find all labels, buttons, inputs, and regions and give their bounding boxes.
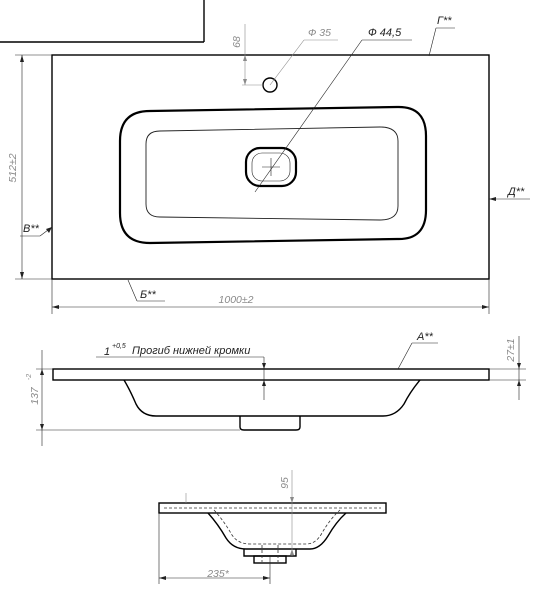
- mark-a: А**: [416, 331, 434, 343]
- section-bowl-inner: [213, 509, 341, 545]
- sag-value: 1: [104, 346, 110, 358]
- drain-outer: [244, 146, 298, 188]
- dim-height: 137: [29, 386, 41, 405]
- bowl-body: [123, 379, 421, 417]
- countertop-outline: [51, 54, 490, 280]
- dim-drain-offset: 235*: [206, 568, 230, 580]
- section-slab: [158, 502, 387, 514]
- section-view: 95 235*: [158, 470, 387, 584]
- sag-caption: Прогиб нижней кромки: [132, 345, 250, 357]
- section-bowl-outer: [207, 512, 347, 550]
- top-view: 68 Ф 35 Ф 44,5 Г** Д** В** Б** 512±2 100…: [7, 15, 530, 314]
- dim-bowl-depth: 95: [279, 477, 291, 489]
- bowl-inner-edge: [145, 126, 399, 221]
- dim-width: 1000±2: [219, 294, 254, 306]
- dim-hole-diameter: Ф 35: [308, 27, 331, 39]
- section-drain: [243, 549, 297, 557]
- front-view: 1 +0,5 Прогиб нижней кромки А** 27±1 137…: [26, 331, 526, 446]
- drain-stub: [239, 416, 301, 431]
- mark-g: Г**: [437, 15, 452, 27]
- title-block-fragment: [0, 0, 205, 43]
- slab-outline: [52, 368, 490, 381]
- bowl-outer-rim: [118, 105, 428, 245]
- sag-tolerance: +0,5: [112, 343, 126, 350]
- dim-overflow-offset: 68: [231, 36, 243, 48]
- drain-inner: [251, 152, 291, 182]
- mark-d: Д**: [506, 186, 525, 198]
- dim-depth: 512±2: [7, 153, 19, 182]
- mark-b: Б**: [140, 289, 156, 301]
- dim-drain-diameter: Ф 44,5: [368, 27, 402, 39]
- dim-height-tolerance: -2: [26, 374, 33, 380]
- mark-v: В**: [23, 223, 40, 235]
- dim-slab-thickness: 27±1: [505, 338, 517, 362]
